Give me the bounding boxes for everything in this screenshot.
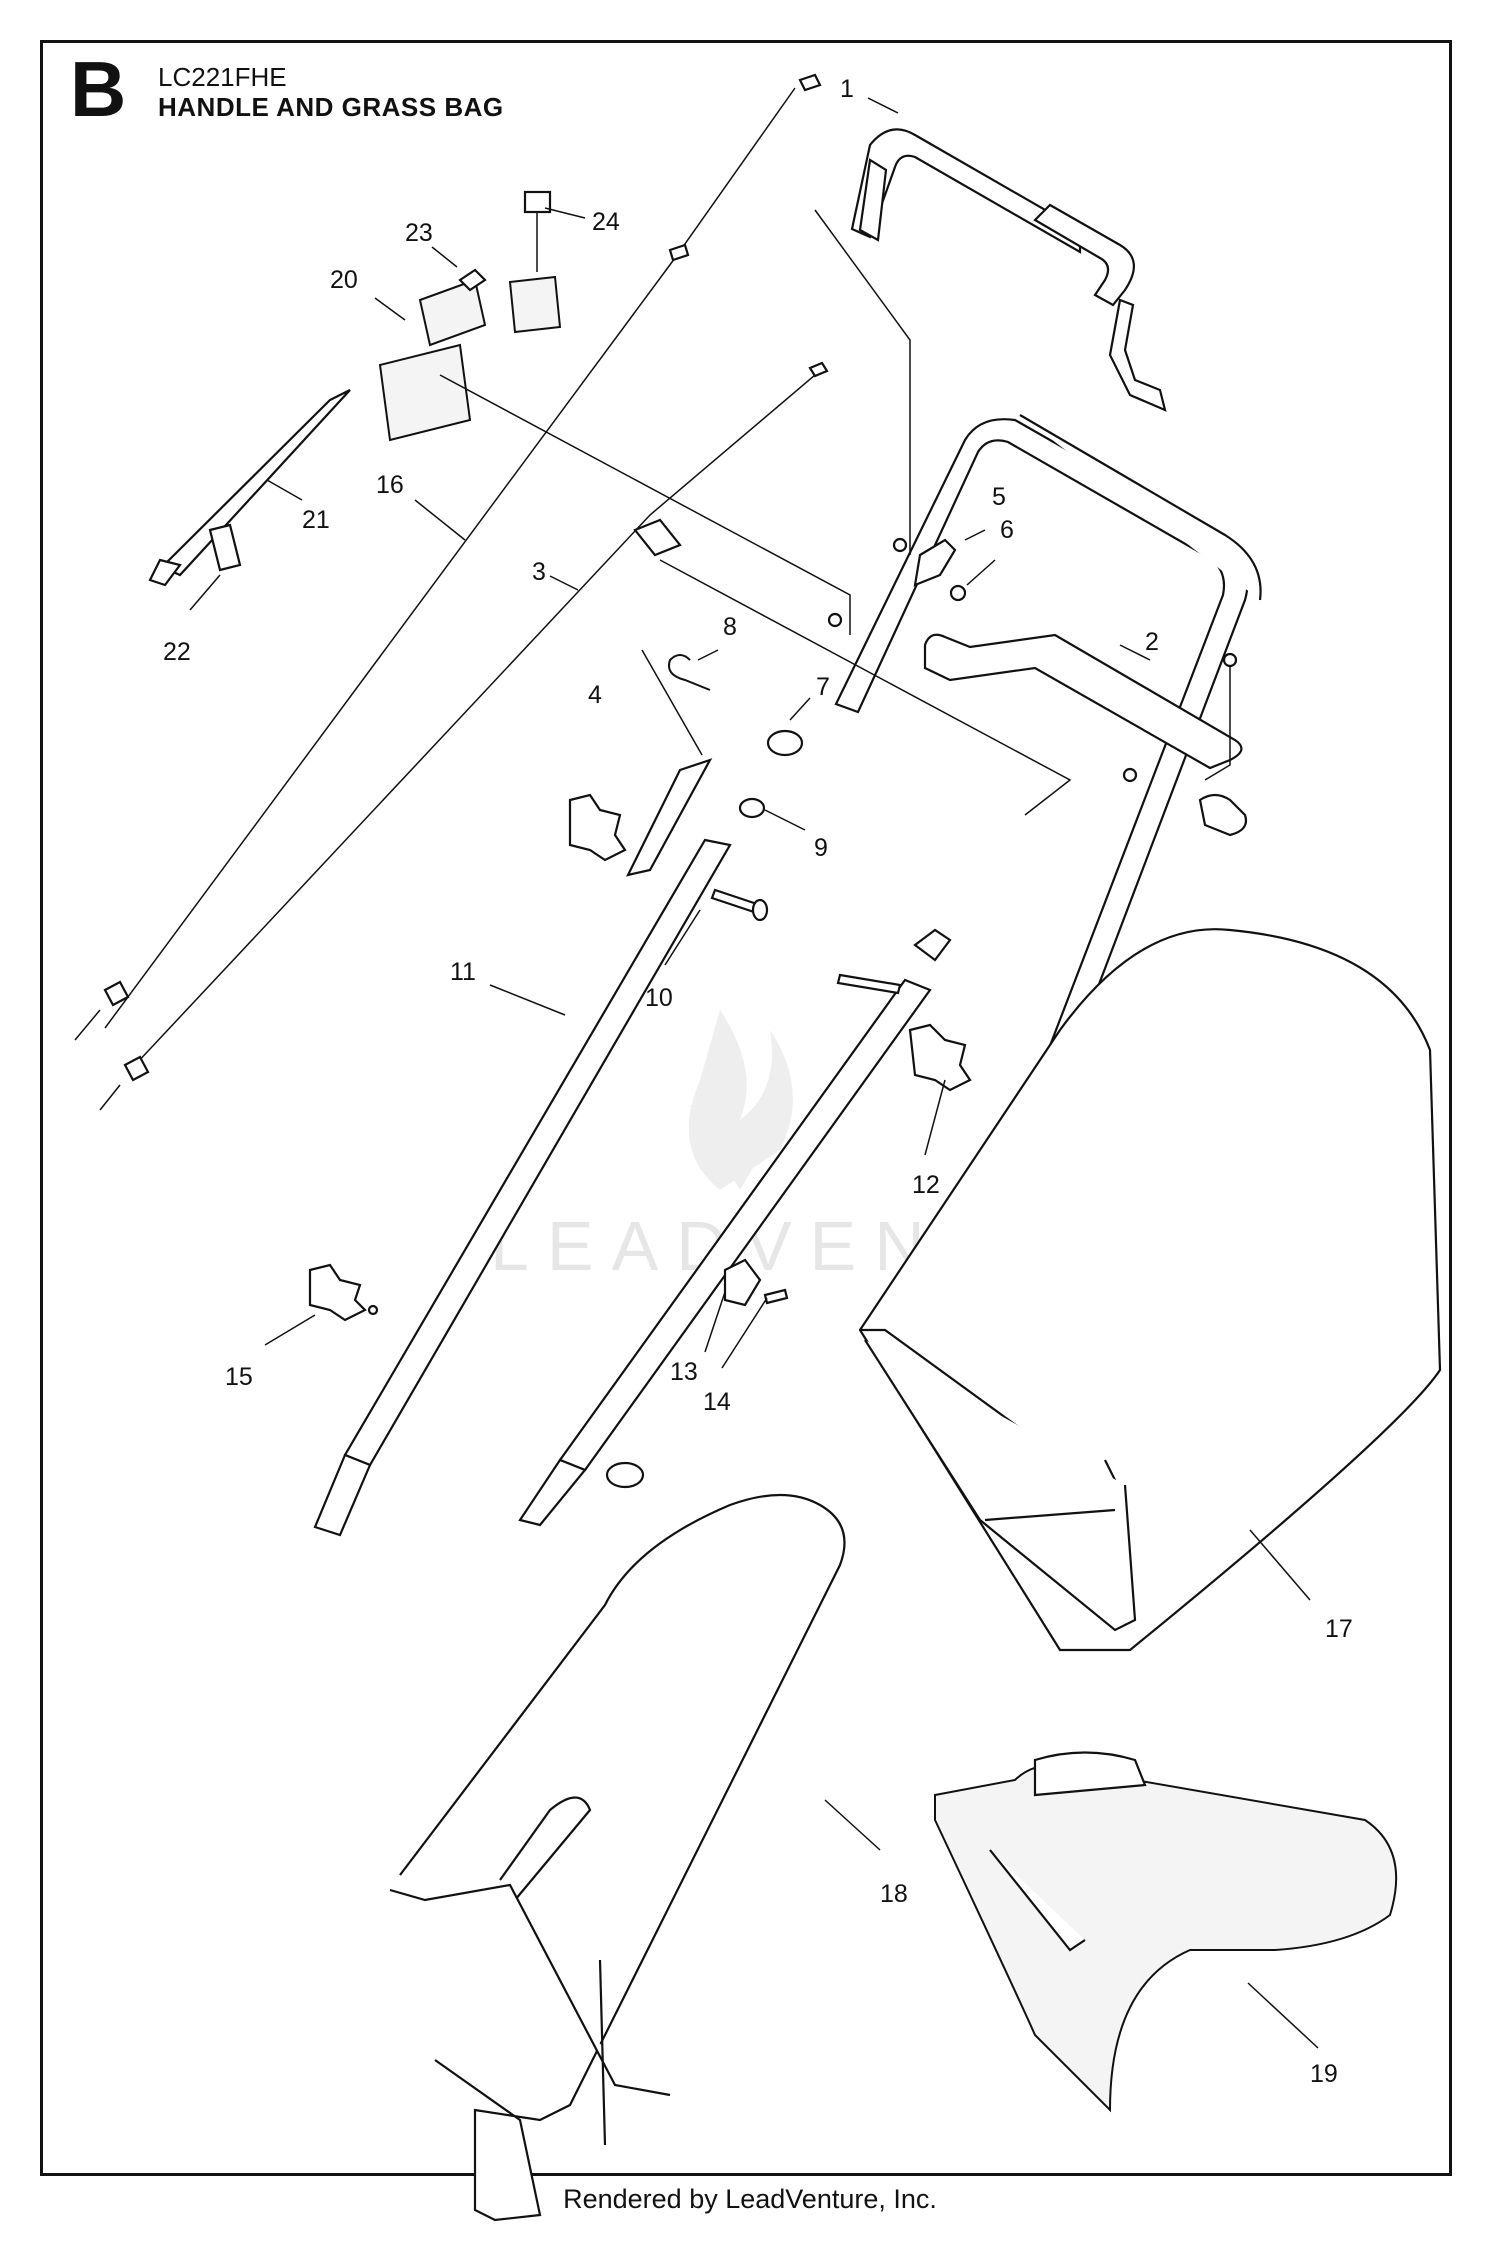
diagram-frame (40, 40, 1452, 2176)
callout-9: 9 (814, 834, 828, 862)
part-7-knob (766, 729, 804, 757)
part-19-chute (934, 1751, 1398, 2113)
part-2-main-handle (827, 414, 1262, 1102)
callout-13: 13 (670, 1358, 698, 1386)
callout-19: 19 (1310, 2060, 1338, 2088)
part-6-screw (949, 584, 967, 602)
callout-23: 23 (405, 219, 433, 247)
callout-1: 1 (840, 75, 854, 103)
part-10-bolt (710, 888, 769, 922)
callout-12: 12 (912, 1171, 940, 1199)
part-15-star-knob (308, 1263, 367, 1322)
callout-15: 15 (225, 1363, 253, 1391)
callout-24: 24 (592, 208, 620, 236)
callout-21: 21 (302, 506, 330, 534)
part-bolt-right (836, 973, 902, 995)
callout-numbers: 1 2 3 4 5 6 7 8 9 10 11 12 13 14 15 16 1… (163, 75, 1353, 2088)
part-5-cable-clip (913, 538, 957, 587)
callout-14: 14 (703, 1388, 731, 1416)
callout-11: 11 (450, 958, 476, 986)
part-cap-bottom (605, 1461, 645, 1489)
footer-credit: Rendered by LeadVenture, Inc. (563, 2184, 937, 2214)
diagram-title: HANDLE AND GRASS BAG (158, 92, 504, 122)
part-14-screw (763, 1288, 789, 1305)
callout-leaders (189, 97, 1319, 2049)
part-16-cable (74, 73, 822, 1041)
callout-5: 5 (992, 483, 1006, 511)
callout-22: 22 (163, 638, 191, 666)
part-23-key (458, 268, 487, 292)
part-9-knob (738, 797, 766, 819)
section-letter: B (70, 45, 127, 133)
part-2-rod (923, 633, 1248, 837)
callout-7: 7 (816, 673, 830, 701)
callout-4: 4 (588, 681, 602, 709)
callout-8: 8 (723, 613, 737, 641)
part-17-grass-bag (858, 928, 1442, 1652)
part-1-handle-grip (850, 128, 1167, 412)
callout-10: 10 (645, 984, 673, 1012)
part-20-battery (378, 278, 487, 442)
part-13-clip (723, 1258, 762, 1307)
part-11-lower-handle-left (313, 838, 732, 1537)
callout-18: 18 (880, 1880, 908, 1908)
callout-3: 3 (532, 558, 546, 586)
part-24-charger (508, 190, 562, 334)
part-12-star-knob (908, 1023, 972, 1092)
callout-20: 20 (330, 266, 358, 294)
leader-lines (439, 209, 1231, 816)
callout-16: 16 (376, 471, 404, 499)
part-3-cable (99, 361, 829, 1111)
callout-6: 6 (1000, 516, 1014, 544)
part-18-wire-frame (389, 1493, 846, 2222)
part-star-knob-left (568, 793, 627, 862)
callout-17: 17 (1325, 1615, 1353, 1643)
part-8-hook (668, 654, 711, 691)
model-number: LC221FHE (158, 62, 287, 92)
part-21-harness (148, 389, 351, 587)
part-22-connector (208, 523, 242, 572)
part-4-handle-bracket (625, 758, 713, 877)
part-lower-handle-right (518, 928, 952, 1527)
callout-2: 2 (1145, 628, 1159, 656)
